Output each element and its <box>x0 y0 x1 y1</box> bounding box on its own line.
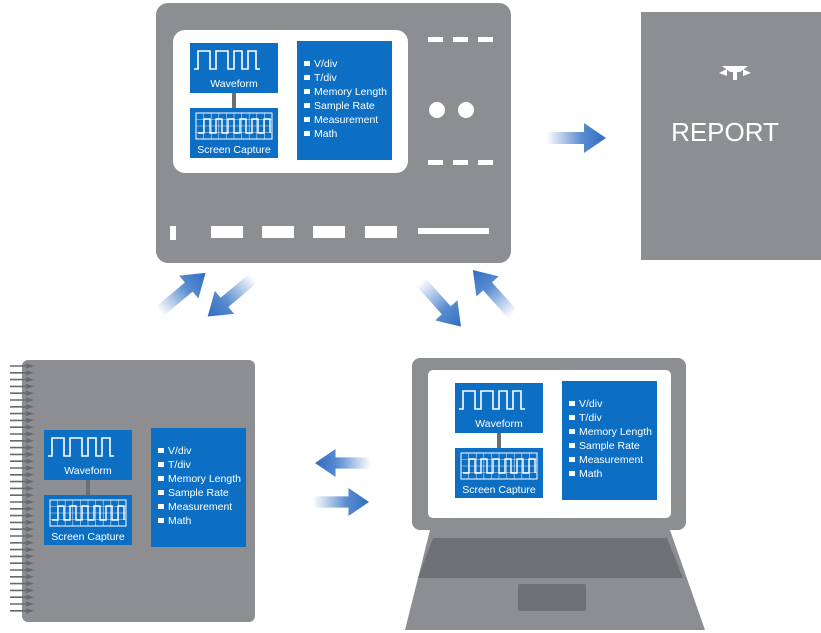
report-label: REPORT <box>671 117 779 147</box>
bullet-icon <box>158 476 164 481</box>
bullet-icon <box>304 75 310 80</box>
screen-capture-label: Screen Capture <box>197 144 271 156</box>
bullet-icon <box>304 117 310 122</box>
settings-list-item: Sample Rate <box>579 440 640 452</box>
settings-list-box <box>297 41 392 160</box>
bullet-icon <box>304 103 310 108</box>
bullet-icon <box>304 89 310 94</box>
arrow-scope-to-laptop-icon <box>409 272 473 337</box>
settings-list-item: T/div <box>579 412 603 424</box>
arrow-scope-to-notebook-icon <box>198 266 264 328</box>
bullet-icon <box>158 490 164 495</box>
settings-list-box <box>562 381 657 500</box>
settings-list-item: Math <box>579 468 603 480</box>
settings-list-item: Math <box>168 515 192 527</box>
waveform-label: Waveform <box>64 465 112 477</box>
square-wave-icon <box>194 50 260 70</box>
bullet-icon <box>158 462 164 467</box>
screen-capture-label: Screen Capture <box>51 531 125 543</box>
arrow-notebook-to-scope-icon <box>150 261 216 323</box>
bullet-icon <box>158 448 164 453</box>
screen-capture-thumbnail-icon <box>195 112 273 140</box>
settings-list-item: V/div <box>314 58 338 70</box>
settings-list-item: Math <box>314 128 338 140</box>
square-wave-icon <box>48 437 114 457</box>
settings-list-item: Memory Length <box>314 86 387 98</box>
report-document: REPORT <box>641 12 821 260</box>
arrow-laptop-to-scope-icon <box>461 260 525 325</box>
bullet-icon <box>569 443 575 448</box>
teledyne-logo-icon <box>719 66 751 80</box>
settings-list-item: Measurement <box>579 454 643 466</box>
square-wave-icon <box>459 390 525 410</box>
settings-list-item: Measurement <box>314 114 378 126</box>
bullet-icon <box>569 457 575 462</box>
scope-knob-icon <box>458 102 474 118</box>
bullet-icon <box>304 131 310 136</box>
settings-list-item: Memory Length <box>168 473 241 485</box>
settings-list-item: T/div <box>314 72 338 84</box>
waveform-label: Waveform <box>210 78 258 90</box>
bullet-icon <box>569 429 575 434</box>
settings-list-item: V/div <box>168 445 192 457</box>
settings-list-item: V/div <box>579 398 603 410</box>
settings-list-item: T/div <box>168 459 192 471</box>
bullet-icon <box>304 61 310 66</box>
bullet-icon <box>569 401 575 406</box>
bullet-icon <box>569 471 575 476</box>
settings-list-item: Measurement <box>168 501 232 513</box>
settings-list-box <box>151 428 246 547</box>
laptop-device <box>405 358 705 630</box>
laptop-keyboard <box>418 538 683 578</box>
settings-list-item: Memory Length <box>579 426 652 438</box>
scope-knob-icon <box>429 102 445 118</box>
bullet-icon <box>569 415 575 420</box>
notebook-spiral-icon <box>10 363 34 614</box>
arrow-notebook-to-laptop-icon <box>313 488 369 516</box>
waveform-label: Waveform <box>475 418 523 430</box>
screen-capture-thumbnail-icon <box>49 499 127 527</box>
laptop-trackpad <box>518 584 586 611</box>
bullet-icon <box>158 518 164 523</box>
screen-capture-thumbnail-icon <box>460 452 538 480</box>
notebook-device <box>10 360 255 622</box>
arrow-laptop-to-notebook-icon <box>315 449 371 477</box>
arrow-scope-to-report-icon <box>546 123 606 153</box>
bullet-icon <box>158 504 164 509</box>
settings-list-item: Sample Rate <box>168 487 229 499</box>
settings-list-item: Sample Rate <box>314 100 375 112</box>
screen-capture-label: Screen Capture <box>462 484 536 496</box>
